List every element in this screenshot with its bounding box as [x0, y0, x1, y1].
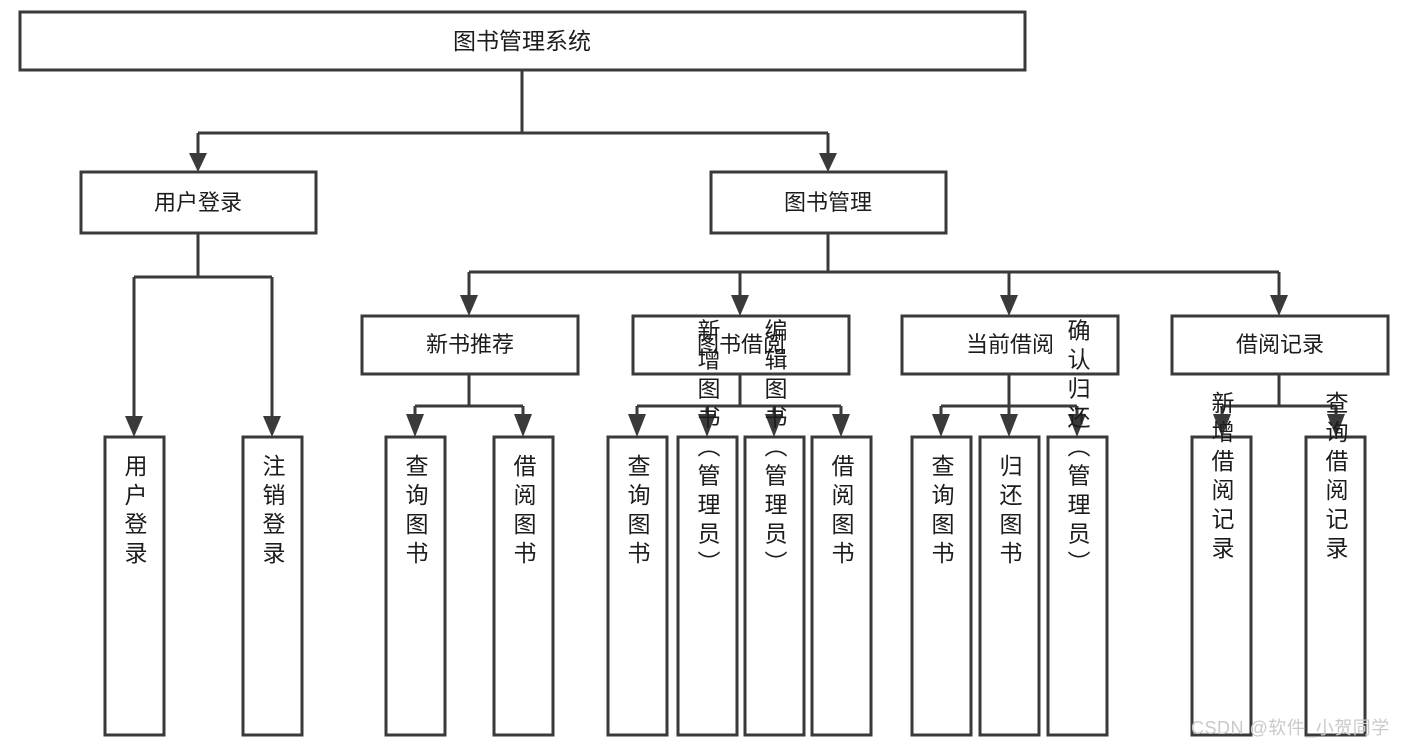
arrowhead-leaf-query-book-3: [932, 414, 950, 437]
arrowhead-leaf-query-book-2: [628, 414, 646, 437]
arrowhead-book-borrow: [731, 295, 749, 316]
connector-layer: [125, 70, 1345, 437]
arrowhead-leaf-query-book-1: [406, 414, 424, 437]
node-leaf-return-book[interactable]: 归还图书: [978, 435, 1041, 737]
arrowhead-leaf-edit-book: [765, 414, 783, 437]
node-borrow-record[interactable]: 借阅记录: [1170, 314, 1390, 376]
arrowhead-user-login: [189, 153, 207, 172]
node-leaf-add-book[interactable]: 新增图书（管理员）: [676, 319, 739, 737]
node-leaf-user-login-label: 用户登录: [121, 454, 148, 570]
node-book-borrow-label: 图书借阅: [697, 332, 785, 357]
node-leaf-confirm-return[interactable]: 确认归还（管理员）: [1046, 319, 1109, 737]
arrowhead-new-book-recommend: [460, 295, 478, 316]
node-leaf-query-book-1-box[interactable]: [384, 435, 447, 737]
node-borrow-record-label: 借阅记录: [1236, 332, 1324, 357]
node-leaf-add-record-box[interactable]: [1190, 435, 1253, 737]
node-current-borrow[interactable]: 当前借阅: [900, 314, 1120, 376]
node-leaf-add-record[interactable]: 新增借阅记录: [1190, 391, 1253, 737]
node-leaf-user-logout-label: 注销登录: [259, 454, 286, 570]
node-user-login[interactable]: 用户登录: [79, 170, 318, 235]
node-leaf-query-book-2-label: 查询图书: [624, 454, 651, 570]
node-leaf-user-login-box[interactable]: [103, 435, 166, 737]
node-leaf-query-book-2-box[interactable]: [606, 435, 669, 737]
node-leaf-edit-book-label: 编辑图书（管理员）: [761, 319, 788, 580]
node-leaf-user-logout-box[interactable]: [241, 435, 304, 737]
node-leaf-query-record[interactable]: 查询借阅记录: [1304, 391, 1367, 737]
arrowhead-leaf-query-record: [1327, 414, 1345, 437]
node-user-login-box[interactable]: [79, 170, 318, 235]
arrowhead-leaf-add-record: [1213, 414, 1231, 437]
node-book-management-label: 图书管理: [784, 190, 872, 215]
node-leaf-add-book-box[interactable]: [676, 435, 739, 737]
arrowhead-current-borrow: [1000, 295, 1018, 316]
node-leaf-confirm-return-label: 确认归还（管理员）: [1064, 319, 1091, 580]
node-borrow-record-box[interactable]: [1170, 314, 1390, 376]
node-leaf-edit-book[interactable]: 编辑图书（管理员）: [743, 319, 806, 737]
node-book-borrow[interactable]: 图书借阅: [631, 314, 851, 376]
arrowhead-leaf-borrow-book-1: [514, 414, 532, 437]
node-leaf-borrow-book-1[interactable]: 借阅图书: [492, 435, 555, 737]
node-leaf-edit-book-box[interactable]: [743, 435, 806, 737]
node-leaf-user-login[interactable]: 用户登录: [103, 435, 166, 737]
node-current-borrow-box[interactable]: [900, 314, 1120, 376]
node-book-management-box[interactable]: [709, 170, 948, 235]
arrowhead-borrow-record: [1270, 295, 1288, 316]
node-root-box[interactable]: [18, 10, 1027, 72]
node-leaf-query-record-box[interactable]: [1304, 435, 1367, 737]
node-leaf-user-logout[interactable]: 注销登录: [241, 435, 304, 737]
node-new-book-recommend[interactable]: 新书推荐: [360, 314, 580, 376]
arrowhead-leaf-add-book: [698, 414, 716, 437]
node-book-borrow-box[interactable]: [631, 314, 851, 376]
node-leaf-borrow-book-2-box[interactable]: [810, 435, 873, 737]
node-leaf-query-book-1[interactable]: 查询图书: [384, 435, 447, 737]
node-leaf-query-record-label: 查询借阅记录: [1322, 391, 1349, 565]
node-new-book-recommend-label: 新书推荐: [426, 332, 514, 357]
node-leaf-add-record-label: 新增借阅记录: [1208, 391, 1235, 565]
arrowhead-leaf-return-book: [1000, 414, 1018, 437]
node-leaf-query-book-3[interactable]: 查询图书: [910, 435, 973, 737]
node-leaf-return-book-label: 归还图书: [996, 454, 1023, 570]
node-leaf-borrow-book-2-label: 借阅图书: [828, 454, 855, 570]
node-leaf-return-book-box[interactable]: [978, 435, 1041, 737]
arrowhead-book-management: [819, 153, 837, 172]
node-root-label: 图书管理系统: [453, 28, 591, 54]
node-leaf-query-book-2[interactable]: 查询图书: [606, 435, 669, 737]
node-leaf-query-book-1-label: 查询图书: [402, 454, 429, 570]
node-leaf-confirm-return-box[interactable]: [1046, 435, 1109, 737]
node-leaf-query-book-3-box[interactable]: [910, 435, 973, 737]
node-leaf-add-book-label: 新增图书（管理员）: [694, 319, 721, 580]
csdn-watermark: CSDN @软件_小贺同学: [1191, 718, 1390, 738]
node-book-management[interactable]: 图书管理: [709, 170, 948, 235]
node-current-borrow-label: 当前借阅: [966, 332, 1054, 357]
node-new-book-recommend-box[interactable]: [360, 314, 580, 376]
node-user-login-label: 用户登录: [154, 190, 242, 215]
node-leaf-query-book-3-label: 查询图书: [928, 454, 955, 570]
arrowhead-leaf-borrow-book-2: [832, 414, 850, 437]
node-leaf-borrow-book-1-box[interactable]: [492, 435, 555, 737]
arrowhead-leaf-confirm-return: [1068, 414, 1086, 437]
node-root[interactable]: 图书管理系统: [18, 10, 1027, 72]
node-leaf-borrow-book-2[interactable]: 借阅图书: [810, 435, 873, 737]
arrowhead-leaf-user-logout: [263, 416, 281, 437]
node-leaf-borrow-book-1-label: 借阅图书: [510, 454, 537, 570]
arrowhead-leaf-user-login: [125, 416, 143, 437]
